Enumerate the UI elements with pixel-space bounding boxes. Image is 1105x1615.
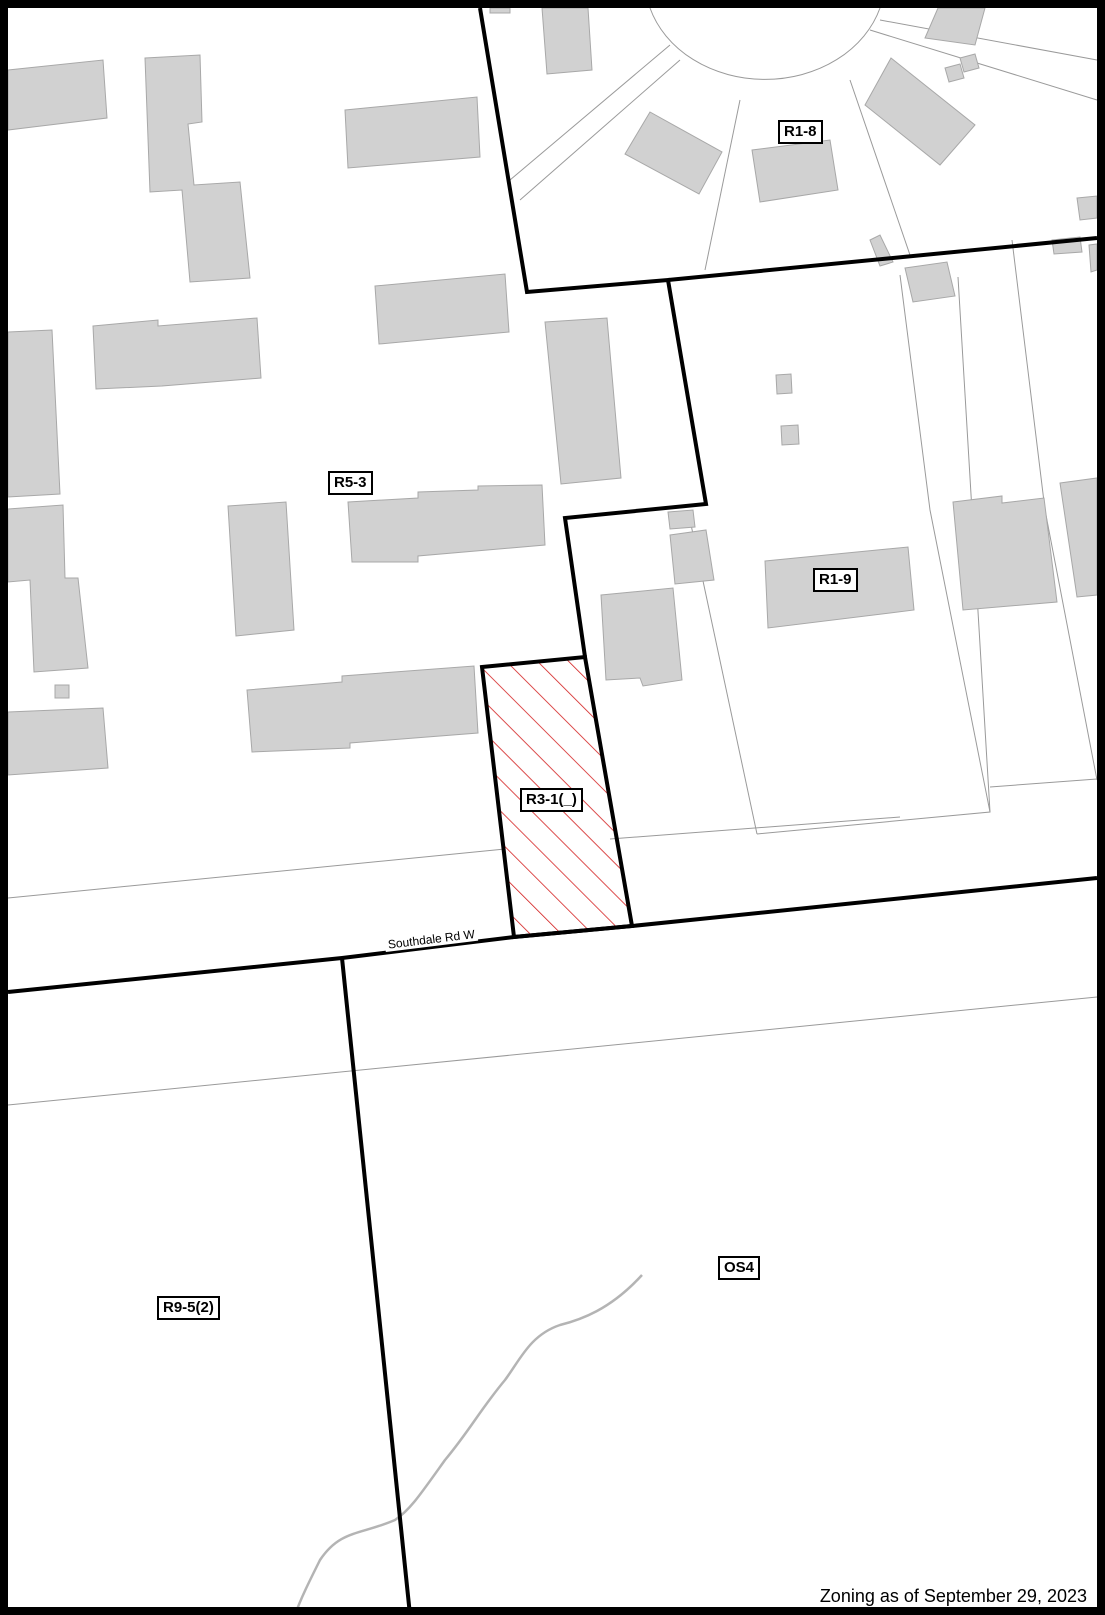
zone-label-os4: OS4 xyxy=(718,1256,761,1280)
parcel-lines xyxy=(7,7,1098,1106)
zone-boundaries xyxy=(7,7,1098,1615)
building-footprints xyxy=(7,7,1098,776)
zone-label-r9-5: R9-5(2) xyxy=(157,1296,220,1320)
zone-label-r1-8: R1-8 xyxy=(778,120,823,144)
watercourse-line xyxy=(293,1274,643,1615)
zone-label-r3-1: R3-1(_) xyxy=(520,788,583,812)
zoning-date-caption: Zoning as of September 29, 2023 xyxy=(819,1586,1087,1606)
zone-label-r5-3: R5-3 xyxy=(328,471,373,495)
zone-label-r1-9: R1-9 xyxy=(813,568,858,592)
